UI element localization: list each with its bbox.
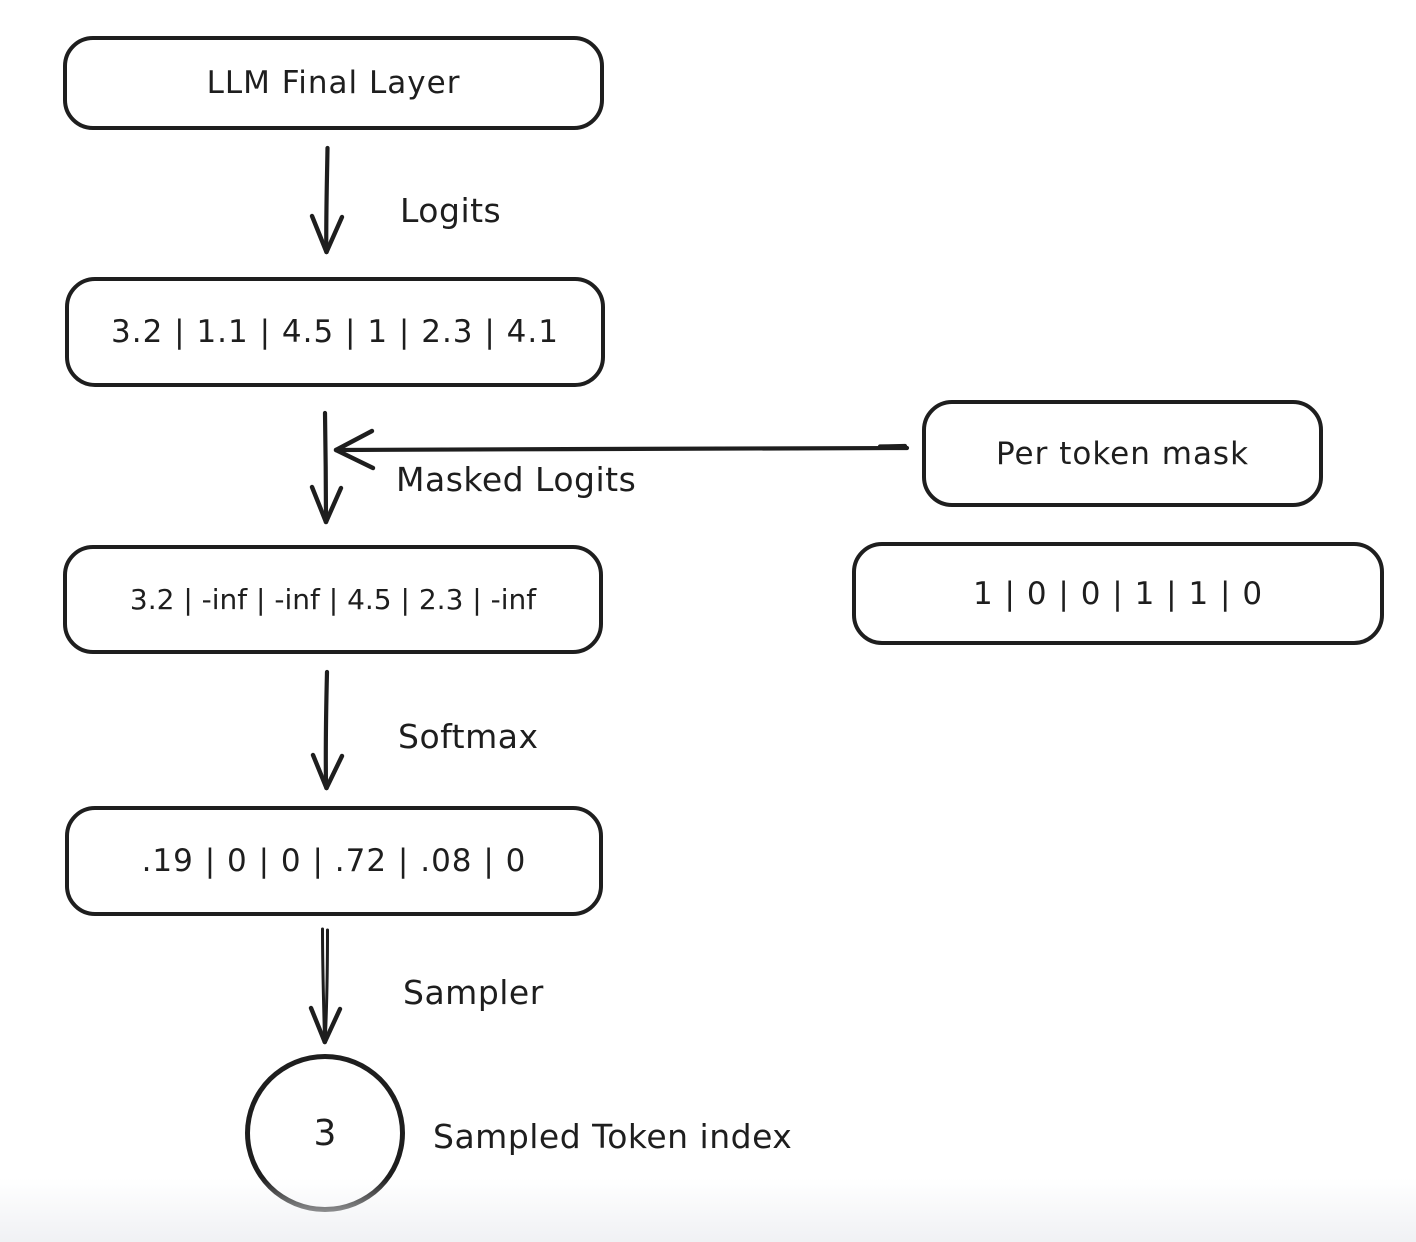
masked-logits-edge-label: Masked Logits bbox=[396, 460, 637, 499]
per-token-mask-node: Per token mask bbox=[922, 400, 1323, 507]
sampler-arrow bbox=[308, 927, 343, 1045]
softmax-arrow bbox=[310, 669, 345, 791]
mask-values-node: 1 | 0 | 0 | 1 | 1 | 0 bbox=[852, 542, 1384, 645]
logits-edge-label: Logits bbox=[400, 191, 502, 230]
probabilities-vector-node: .19 | 0 | 0 | .72 | .08 | 0 bbox=[65, 806, 603, 916]
mask-to-logits-arrow bbox=[333, 428, 910, 471]
sampler-edge-label: Sampler bbox=[403, 973, 544, 1012]
logits-vector-node: 3.2 | 1.1 | 4.5 | 1 | 2.3 | 4.1 bbox=[65, 277, 605, 387]
llm-final-layer-node: LLM Final Layer bbox=[63, 36, 604, 130]
sampled-token-index-caption: Sampled Token index bbox=[433, 1117, 793, 1156]
sampled-token-node: 3 bbox=[245, 1054, 405, 1212]
softmax-edge-label: Softmax bbox=[398, 717, 539, 756]
masked-logits-arrow bbox=[309, 410, 344, 525]
masked-logits-vector-node: 3.2 | -inf | -inf | 4.5 | 2.3 | -inf bbox=[63, 545, 603, 654]
logits-arrow bbox=[309, 145, 345, 255]
